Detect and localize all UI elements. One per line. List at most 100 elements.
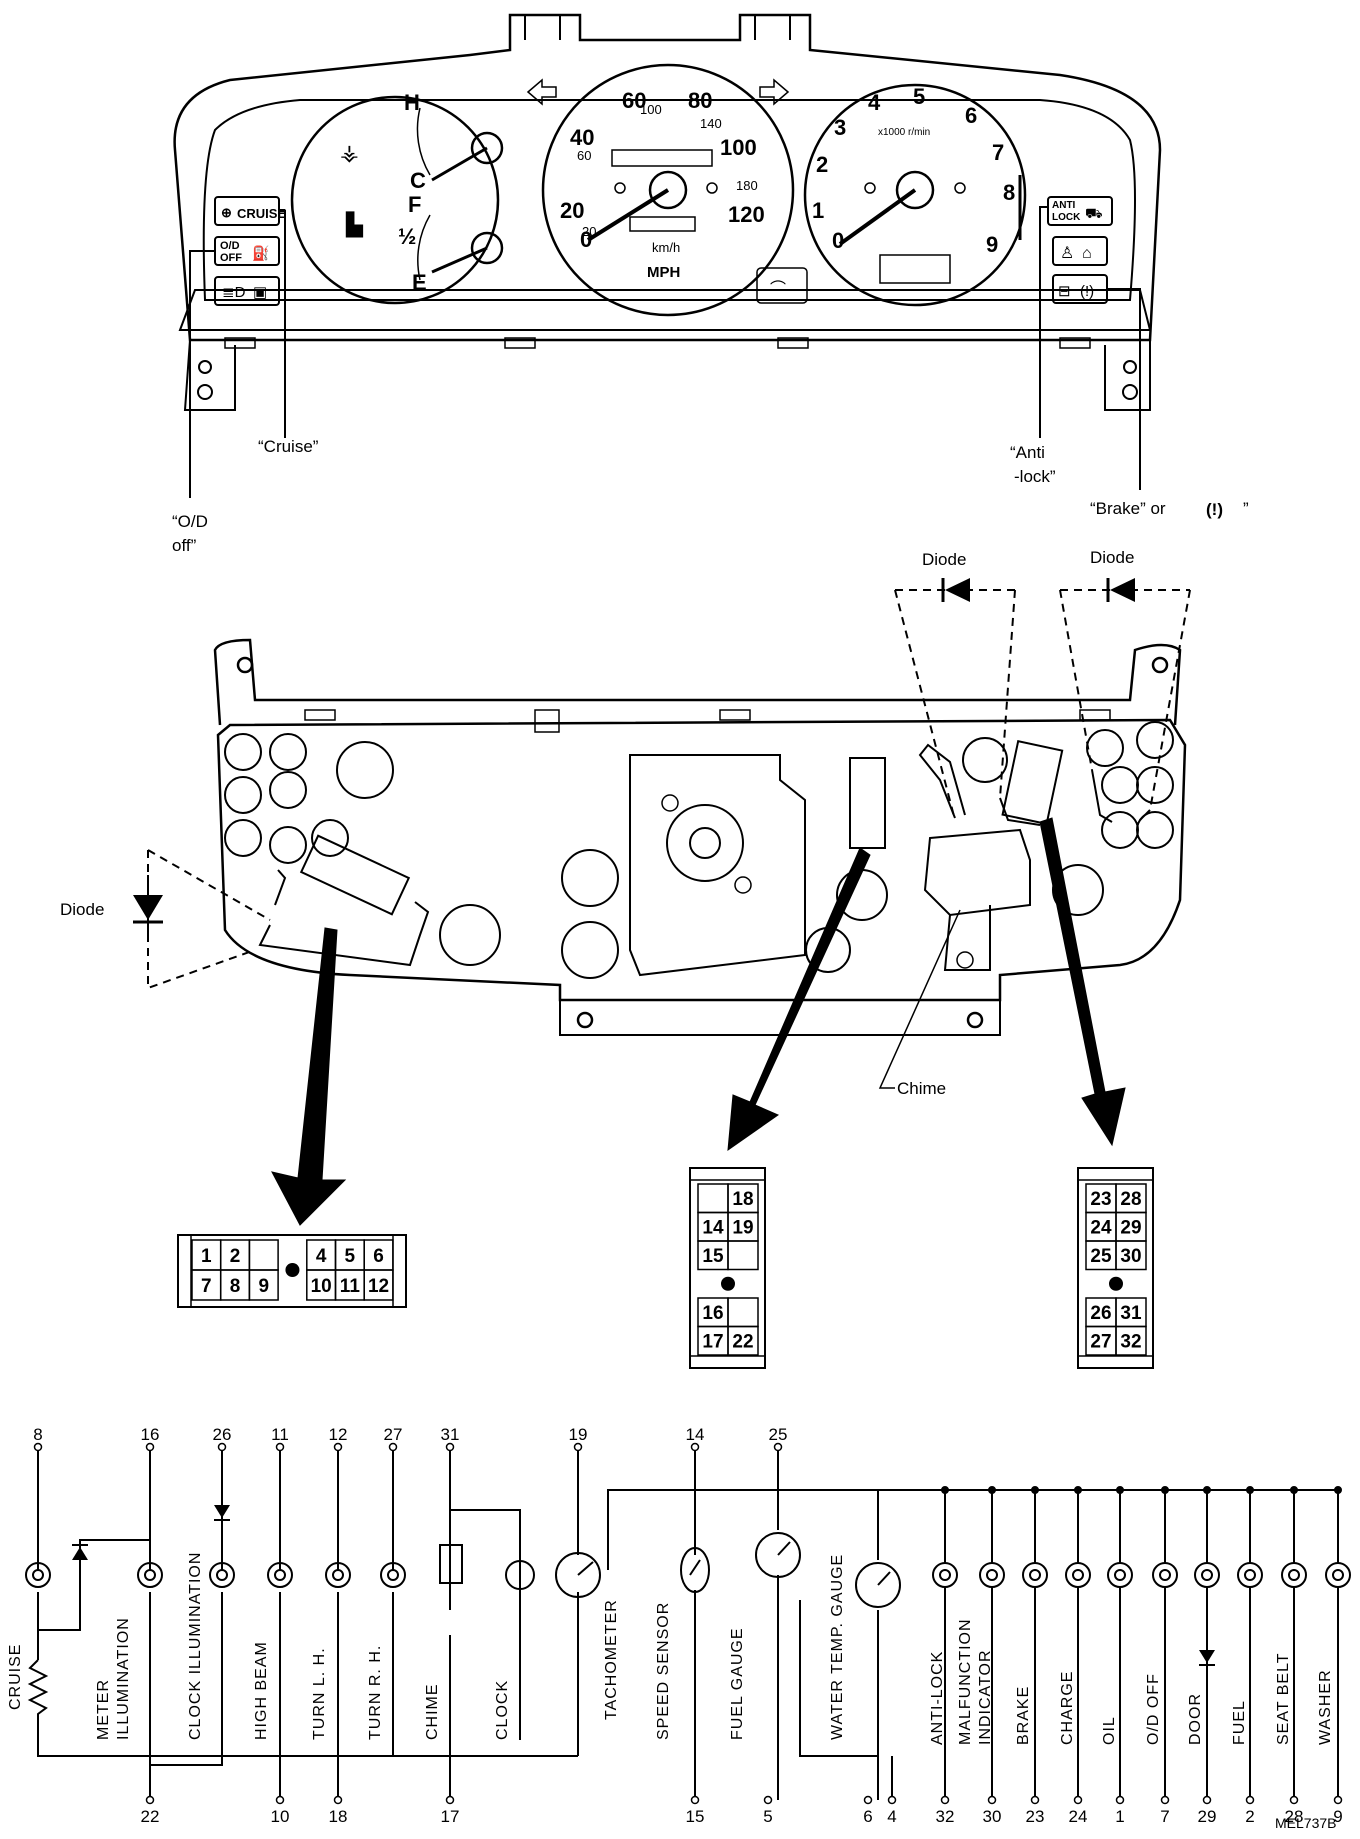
schematic-top-pin: 16	[141, 1425, 160, 1444]
diode-label-center: Diode	[922, 550, 966, 569]
left-connector-pin: 9	[258, 1276, 269, 1297]
fuel-gauge-symbol	[755, 1532, 801, 1578]
arrow-to-right-connector	[1039, 817, 1126, 1147]
temp-cold-mark: C	[410, 168, 426, 193]
tach-4: 4	[868, 90, 881, 115]
right-connector-cell	[1115, 1240, 1147, 1271]
back-diodes: Diode Diode Diode Chime	[60, 548, 1190, 1098]
label-meter-illum-2: ILLUMINATION	[115, 1617, 132, 1740]
schematic-bottom-pin: 15	[686, 1807, 705, 1826]
schematic-top-pin: 25	[769, 1425, 788, 1444]
indicator-lamp-symbol	[1237, 1562, 1263, 1588]
left-connector-cell	[363, 1269, 394, 1301]
od-lamp-label-2: OFF	[220, 252, 242, 264]
left-connector-pin: 4	[316, 1246, 327, 1267]
speedo-mph-80: 80	[688, 88, 712, 113]
right-connector-pin: 29	[1120, 1218, 1141, 1239]
schematic-bottom-pin: 28	[1285, 1807, 1304, 1826]
label-washer: WASHER	[1317, 1669, 1334, 1745]
right-connector-pin: 27	[1090, 1332, 1111, 1353]
schematic-top-pin: 19	[569, 1425, 588, 1444]
label-charge: CHARGE	[1059, 1671, 1076, 1745]
schematic-bottom-pin: 6	[863, 1807, 872, 1826]
tach-1: 1	[812, 198, 824, 223]
speedo-mph-120: 120	[728, 202, 765, 227]
label-anti-lock: ANTI-LOCK	[929, 1651, 946, 1745]
mid-connector-pin: 22	[732, 1332, 753, 1353]
wiper-icon: ⌒	[770, 280, 786, 298]
speedo-kmh-20: 20	[582, 224, 596, 239]
label-meter-illum-1: METER	[95, 1679, 112, 1740]
fuel-half-mark: ½	[398, 224, 416, 249]
label-fuel-gauge: FUEL GAUGE	[729, 1627, 746, 1740]
left-connector-cell	[248, 1269, 279, 1301]
left-connector-pin: 2	[230, 1246, 241, 1267]
label-clock-illum: CLOCK ILLUMINATION	[187, 1552, 204, 1740]
tachometer-symbol	[555, 1552, 601, 1598]
schematic-top-pin: 11	[271, 1425, 289, 1444]
clock-symbol	[505, 1560, 535, 1590]
abs-car-icon: ⛟	[1085, 205, 1103, 221]
schematic-bottom-pin: 1	[1115, 1807, 1124, 1826]
left-connector-pin: 7	[201, 1276, 212, 1297]
water-temp-gauge-symbol	[855, 1562, 901, 1608]
chime-label: Chime	[897, 1079, 946, 1098]
schematic-bottom-pin: 24	[1069, 1807, 1088, 1826]
temp-gauge-icon: ⚶	[340, 140, 359, 165]
callout-antilock-line2: -lock”	[1014, 467, 1056, 486]
mid-connector-pin: 16	[702, 1303, 723, 1324]
label-turn-lh: TURN L. H.	[311, 1647, 328, 1740]
right-connector-key	[1109, 1276, 1123, 1291]
callout-antilock-line1: “Anti	[1010, 443, 1045, 462]
schematic-bottom-pin: 18	[329, 1807, 348, 1826]
mid-connector-pin: 18	[732, 1189, 753, 1210]
turn-lh-lamp-symbol	[325, 1562, 351, 1588]
diagram-code: MEL737B	[1275, 1815, 1336, 1831]
oil-can-icon: ⛽	[252, 245, 269, 262]
label-malfunction-1: MALFUNCTION	[957, 1618, 974, 1745]
mid-connector-cell	[727, 1325, 759, 1356]
door-icon: ⌂	[1082, 245, 1092, 262]
schematic-bottom-pin: 17	[441, 1807, 460, 1826]
indicator-lamp-symbol	[1194, 1562, 1220, 1588]
tach-8: 8	[1003, 180, 1015, 205]
left-connector-key	[285, 1263, 300, 1277]
connector-arrows	[271, 817, 1126, 1226]
speedo-mph-20: 20	[560, 198, 584, 223]
right-connector-pin: 28	[1120, 1189, 1141, 1210]
schematic-bottom-pin: 10	[271, 1807, 290, 1826]
label-tachometer: TACHOMETER	[603, 1599, 620, 1720]
mid-connector-pin: 17	[702, 1332, 723, 1353]
cruise-lamp-symbol	[25, 1562, 51, 1588]
indicator-lamp-symbol	[1281, 1562, 1307, 1588]
right-connector-pin: 31	[1120, 1303, 1142, 1324]
high-beam-lamp-symbol	[267, 1562, 293, 1588]
cluster-back	[147, 589, 1191, 1036]
brake-lamp-icon: (!)	[1080, 283, 1094, 300]
clock-illumination-lamp-symbol	[209, 1562, 235, 1588]
cruise-lamp-label: CRUISE	[237, 206, 286, 221]
schematic-bottom-pin: 4	[887, 1807, 896, 1826]
left-connector-pin: 12	[368, 1276, 389, 1297]
left-connector-pin: 8	[230, 1276, 241, 1297]
callout-brake-symbol: (!)	[1206, 500, 1223, 519]
label-fuel: FUEL	[1231, 1700, 1248, 1745]
tach-5: 5	[913, 84, 925, 109]
speedo-mph-0: 0	[580, 227, 592, 252]
label-turn-rh: TURN R. H.	[367, 1645, 384, 1740]
right-connector-pin: 30	[1120, 1246, 1141, 1267]
speedo-kmh-140: 140	[700, 116, 722, 131]
schematic-top-pin: 26	[213, 1425, 232, 1444]
cluster-front	[173, 13, 1162, 498]
battery-icon: ⊟	[1058, 283, 1071, 300]
left-connector-pin: 10	[311, 1276, 332, 1297]
mid-connector-cell	[727, 1297, 759, 1328]
diode-label-right: Diode	[1090, 548, 1134, 567]
tach-0: 0	[832, 228, 844, 253]
left-connector-pin: 5	[345, 1246, 356, 1267]
label-seat-belt: SEAT BELT	[1275, 1652, 1292, 1745]
fuel-pump-icon: ▣	[253, 284, 267, 301]
